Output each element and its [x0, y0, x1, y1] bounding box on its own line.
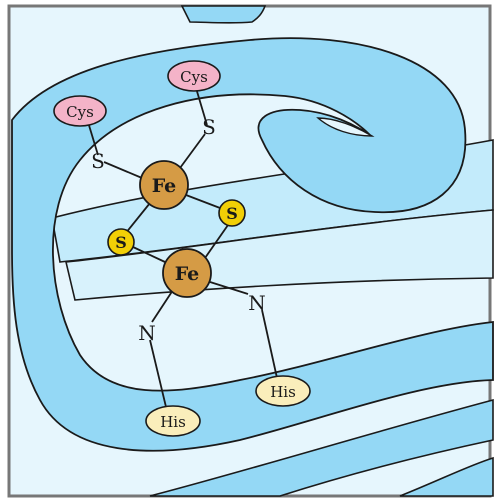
histidine-right-label: His: [270, 383, 296, 401]
bond-s-right-fe-bottom: [204, 224, 229, 259]
sulfur-bridge-left: [107, 228, 135, 256]
nitrogen-left-label: N: [138, 321, 156, 345]
sulfur-bridge-left-label: S: [115, 233, 127, 252]
ribbon-main-loop: [11, 37, 494, 452]
bond-cys-left: [87, 121, 99, 156]
sulfur-bridge-right-label: S: [226, 204, 238, 223]
iron-label-bottom: Fe: [175, 263, 200, 285]
sulfur-bridge-right: [218, 199, 246, 227]
histidine-left: [145, 405, 201, 437]
iron-atom-bottom: [162, 248, 212, 298]
bond-fe-bottom-n-right: [209, 281, 249, 295]
sulfur-cys-left-label: S: [91, 149, 105, 173]
sulfur-cys-right-label: S: [202, 115, 216, 139]
cysteine-left: [53, 95, 107, 127]
histidine-right: [255, 375, 311, 407]
bond-fe-top-s-right: [185, 194, 221, 209]
bond-s-right-fe: [179, 133, 206, 169]
bond-cys-right: [195, 87, 208, 126]
ribbon-top-entry: [180, 5, 267, 24]
bond-s-left-fe: [103, 161, 143, 179]
bond-lines: [87, 87, 278, 408]
bond-fe-top-s-left: [124, 202, 151, 235]
histidine-left-label: His: [160, 413, 186, 431]
cysteine-right-label: Cys: [180, 68, 208, 86]
nitrogen-right-label: N: [248, 291, 266, 315]
bond-n-left-his: [149, 339, 167, 408]
cysteine-right: [167, 60, 221, 92]
ribbon-bottom-corner: [399, 456, 494, 497]
iron-atom-top: [139, 160, 189, 210]
iron-label-top: Fe: [152, 175, 177, 197]
cysteine-left-label: Cys: [66, 103, 94, 121]
bond-n-right-his: [261, 309, 278, 379]
ribbon-bottom-right: [149, 398, 494, 497]
bond-fe-bottom-n-left: [151, 289, 174, 323]
bond-s-left-fe-bottom: [132, 246, 166, 263]
ribbon-loop-hole: [316, 117, 375, 137]
